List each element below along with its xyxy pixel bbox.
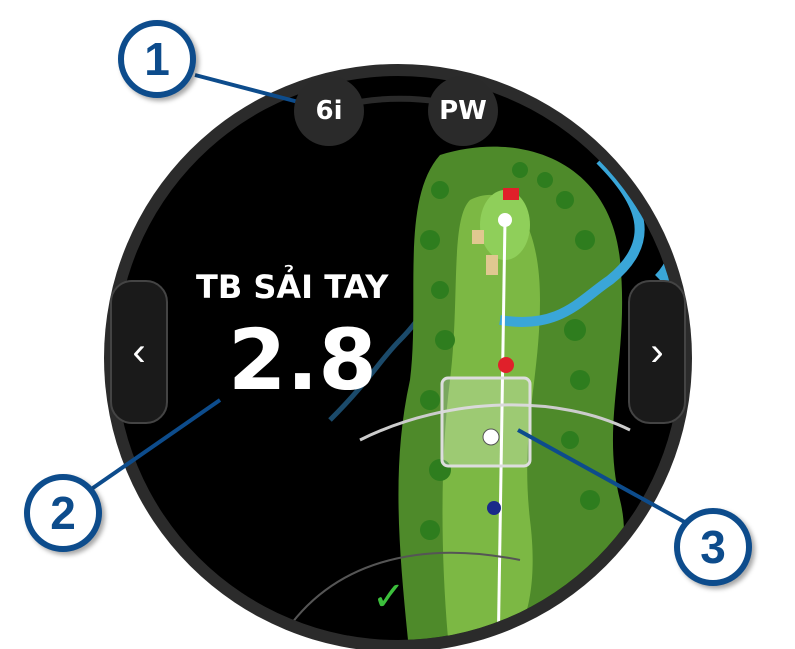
aim-line [496, 219, 507, 640]
fairway [442, 195, 540, 640]
bunker [486, 255, 498, 275]
flag-icon [503, 188, 519, 200]
target-point[interactable] [482, 428, 500, 446]
metric-label: TB SẢI TAY [196, 268, 389, 306]
callout-line-2 [88, 398, 222, 492]
trees [420, 162, 600, 540]
club-pw[interactable]: PW [428, 76, 498, 146]
callout-line-1 [194, 73, 311, 107]
club-6i[interactable]: 6i [294, 76, 364, 146]
chevron-left-icon: ‹ [132, 329, 146, 374]
bottom-arc [279, 551, 521, 640]
bunker [472, 230, 484, 244]
chevron-right-icon: › [650, 329, 664, 374]
distance-arc [359, 403, 631, 442]
pin-marker [498, 213, 512, 227]
metric-value: 2.8 [228, 311, 377, 409]
previous-button[interactable]: ‹ [110, 280, 168, 424]
hazard-marker [498, 357, 514, 373]
callout-line-3 [517, 428, 691, 527]
check-icon[interactable]: ✓ [372, 574, 406, 620]
layup-marker [487, 501, 501, 515]
callout-1: 1 [118, 20, 196, 98]
callout-2: 2 [24, 474, 102, 552]
next-button[interactable]: › [628, 280, 686, 424]
target-box[interactable] [440, 376, 532, 468]
callout-3: 3 [674, 508, 752, 586]
